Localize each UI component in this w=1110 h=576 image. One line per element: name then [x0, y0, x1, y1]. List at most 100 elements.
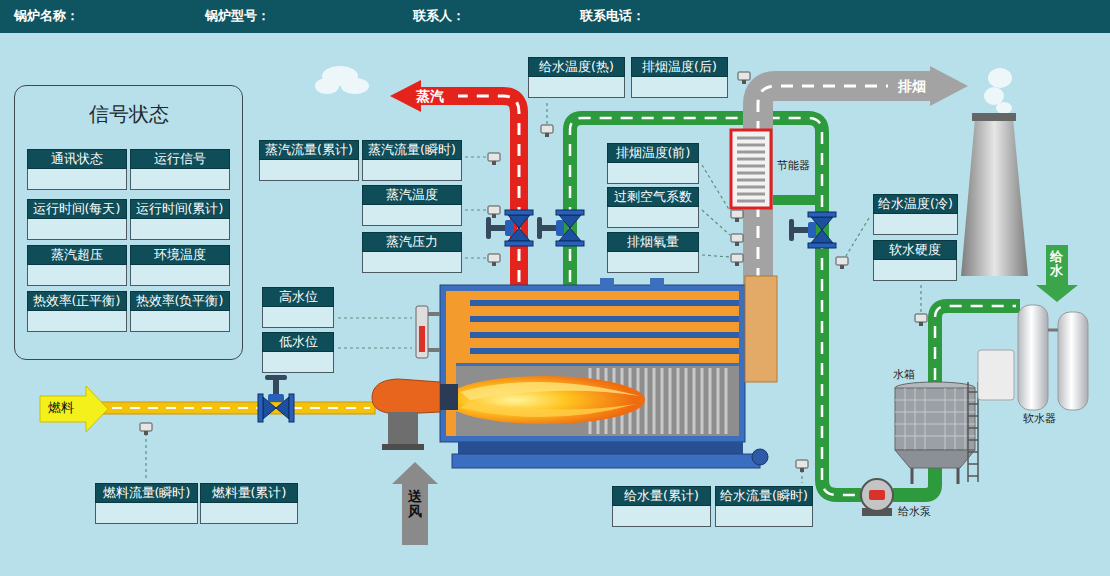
signal-name: 给水温度(热): [539, 59, 614, 74]
signal-name: 蒸汽超压: [51, 247, 103, 262]
part-label: 给水: [1050, 250, 1063, 279]
feed-pump: [861, 479, 893, 516]
exhaust-pipe: [758, 86, 888, 280]
signal-label: 给水温度(冷): [873, 194, 958, 214]
sensors: [796, 460, 808, 472]
feed-pump: [861, 479, 893, 511]
value-cell: [612, 506, 711, 527]
signal-label: 给水量(累计): [612, 486, 711, 506]
signal-name: 排烟温度(后): [642, 59, 717, 74]
value-cell: [130, 169, 230, 190]
boiler-body: [446, 291, 739, 363]
value-cell: [631, 77, 728, 98]
part-label: 蒸汽: [416, 88, 444, 104]
leader-line: [465, 156, 486, 157]
chimney: [961, 118, 1028, 276]
signal-box: 给水流量(瞬时): [715, 486, 813, 527]
signal-box: 蒸汽压力: [362, 232, 462, 273]
sensors: [738, 72, 750, 84]
leader-line: [338, 317, 412, 318]
signal-box: 过剩空气系数: [607, 187, 699, 228]
value-cell: [27, 311, 127, 332]
signal-name: 给水流量(瞬时): [720, 488, 808, 503]
value-cell: [362, 205, 462, 226]
sensors: [140, 72, 927, 472]
leader-line: [546, 101, 547, 124]
signal-label: 环境温度: [130, 245, 230, 265]
feed-water-arrow: [1036, 245, 1078, 302]
signal-label: 给水流量(瞬时): [715, 486, 813, 506]
part-label: 水箱: [893, 369, 915, 382]
part-label: 节能器: [777, 160, 810, 173]
signal-name: 排烟氧量: [627, 234, 679, 249]
signal-label: 排烟温度(后): [631, 57, 728, 77]
value-cell: [27, 265, 127, 286]
signal-label: 低水位: [262, 332, 334, 352]
part-label: 锅炉型号：: [205, 9, 270, 24]
feed-water-arrow: [1036, 245, 1078, 302]
leader-line: [338, 347, 412, 348]
header-bar: [0, 0, 1110, 33]
signal-label: 过剩空气系数: [607, 187, 699, 207]
boiler-body: [752, 449, 768, 465]
boiler-body: [445, 376, 645, 424]
water-softener: [1018, 305, 1048, 410]
boiler-body: [458, 442, 743, 454]
signal-name: 环境温度: [154, 247, 206, 262]
leader-line: [702, 210, 730, 235]
signal-box: 排烟温度(后): [631, 57, 728, 98]
water-tank: [968, 382, 978, 482]
sensors: [488, 206, 500, 218]
sensors: [541, 125, 553, 137]
steam-pipe: [458, 96, 519, 282]
boiler-body: [460, 402, 636, 417]
value-cell: [130, 311, 230, 332]
economizer: [731, 130, 771, 208]
water-softener: [978, 350, 1014, 400]
water-tank: [912, 468, 958, 484]
signal-label: 排烟温度(前): [607, 143, 699, 163]
signal-box: 热效率(正平衡): [27, 291, 127, 332]
value-cell: [873, 214, 958, 235]
burner: [388, 412, 418, 446]
chimney: [972, 113, 1016, 121]
signal-name: 通讯状态: [51, 151, 103, 166]
smoke-cloud: [984, 87, 1004, 105]
part-label: 排烟: [898, 78, 926, 94]
smoke-cloud: [341, 78, 369, 94]
sensors: [140, 423, 152, 435]
signal-name: 高水位: [279, 289, 318, 304]
signal-label: 热效率(负平衡): [130, 291, 230, 311]
part-label: 锅炉名称：: [14, 9, 79, 24]
chimney: [961, 113, 1028, 276]
valves: [537, 210, 584, 246]
part-label: 联系电话：: [580, 9, 645, 24]
signal-box: 低水位: [262, 332, 334, 373]
fuel-pipe: [112, 407, 370, 409]
signal-box: 燃料量(累计): [200, 483, 298, 524]
value-cell: [362, 160, 462, 181]
signal-label: 软水硬度: [873, 240, 957, 260]
leader-line: [146, 101, 921, 483]
leader-line: [145, 433, 146, 480]
economizer: [737, 138, 765, 201]
value-cell: [130, 219, 230, 240]
boiler-body: [470, 348, 739, 354]
sensors: [915, 314, 927, 326]
sensors: [836, 257, 848, 269]
sensors: [488, 254, 500, 266]
boiler-body: [745, 276, 777, 382]
value-cell: [715, 506, 813, 527]
leader-line: [846, 218, 869, 256]
signal-name: 燃料流量(瞬时): [103, 485, 191, 500]
exhaust-pipe: [930, 66, 968, 106]
signal-box: 排烟温度(前): [607, 143, 699, 184]
signal-name: 给水温度(冷): [878, 196, 953, 211]
value-cell: [607, 207, 699, 228]
value-cell: [607, 252, 699, 273]
water-softener: [978, 305, 1088, 410]
water-level-gauge: [416, 306, 428, 358]
fuel-pipe: [40, 386, 108, 432]
air-inlet-arrow: [392, 462, 438, 545]
status-panel: 信号状态通讯状态运行信号运行时间(每天)运行时间(累计)蒸汽超压环境温度热效率(…: [14, 85, 243, 360]
